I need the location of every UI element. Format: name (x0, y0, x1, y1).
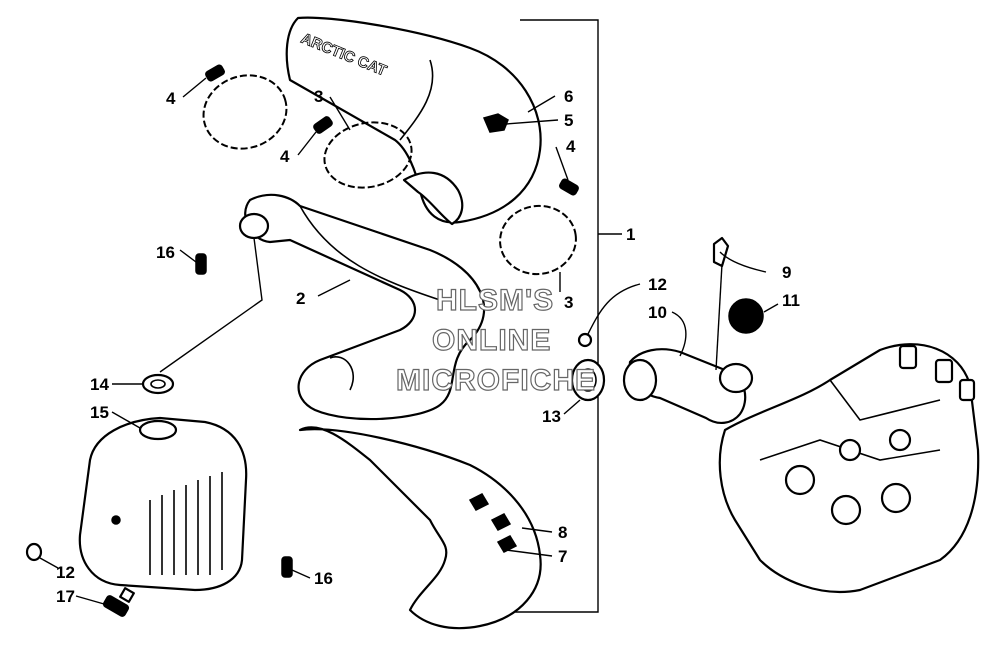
spring-right (559, 178, 579, 196)
callout-4-middle: 4 (280, 147, 290, 166)
silencer-box (78, 416, 248, 592)
watermark-line-3: MICROFICHE (396, 364, 596, 397)
callout-2: 2 (296, 289, 305, 308)
drain-plug (102, 587, 135, 617)
callout-5: 5 (564, 111, 573, 130)
callout-11: 11 (782, 291, 800, 310)
callout-3-lower: 3 (564, 293, 573, 312)
callout-labels: 1 2 3 3 4 4 4 5 6 7 8 9 10 11 12 12 13 1… (56, 87, 800, 606)
grommet-left (25, 542, 43, 562)
rubber-plug (728, 298, 764, 334)
callout-8: 8 (558, 523, 567, 542)
exhaust-manifold (622, 348, 754, 424)
watermark-line-2: ONLINE (432, 324, 551, 357)
callout-15: 15 (90, 403, 109, 422)
callout-12-left: 12 (56, 563, 75, 582)
silencer-fins (149, 472, 223, 575)
callout-7: 7 (558, 547, 567, 566)
callout-6: 6 (564, 87, 573, 106)
callout-3-upper: 3 (314, 87, 323, 106)
callout-16-right: 16 (314, 569, 333, 588)
clamp-ring-upper (202, 74, 288, 150)
spring-upper (205, 64, 225, 82)
gasket-ring (141, 373, 175, 395)
callout-9: 9 (782, 263, 791, 282)
callout-10: 10 (648, 303, 667, 322)
callout-14: 14 (90, 375, 109, 394)
engine-block (718, 343, 980, 594)
spring-middle (313, 116, 333, 134)
manifold-gasket (570, 358, 606, 402)
grommet-manifold (577, 332, 593, 348)
callout-4-upper: 4 (166, 89, 176, 108)
heat-shield (298, 426, 542, 630)
callout-16-left: 16 (156, 243, 175, 262)
callout-1: 1 (626, 225, 635, 244)
leader-lines (39, 77, 779, 605)
callout-4-right: 4 (566, 137, 576, 156)
clamp-ring-lower (499, 204, 577, 276)
callout-13: 13 (542, 407, 561, 426)
clamp-ring-middle (323, 121, 413, 189)
callout-17: 17 (56, 587, 75, 606)
watermark: HLSM'S ONLINE MICROFICHE (395, 283, 596, 397)
spring-16-right (281, 556, 293, 578)
callout-12-manifold: 12 (648, 275, 667, 294)
muffler-canister: ARCTIC CAT (285, 16, 542, 226)
watermark-line-1: HLSM'S (436, 284, 554, 317)
expansion-chamber (238, 193, 486, 421)
spring-16-left (195, 253, 207, 275)
